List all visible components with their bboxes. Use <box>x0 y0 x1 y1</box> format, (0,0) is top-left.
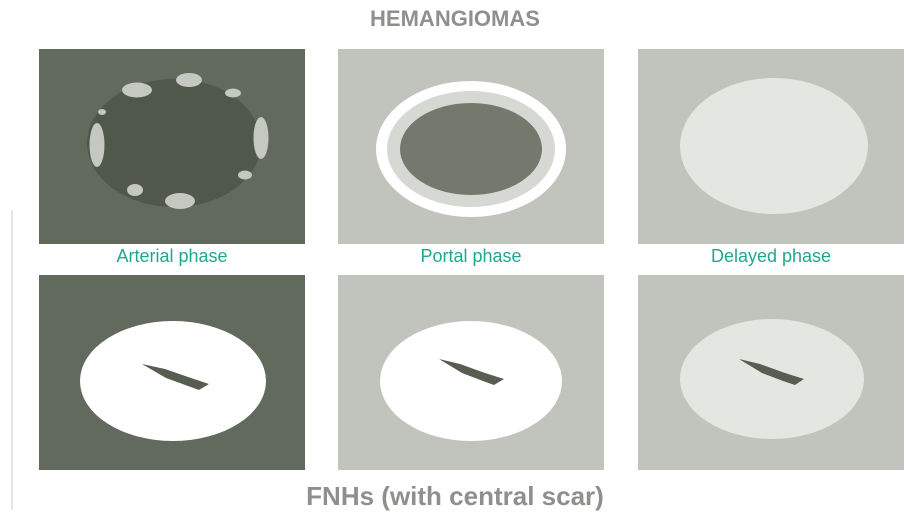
hemangioma-delayed-panel <box>638 49 904 244</box>
hemangioma-portal-image <box>338 49 604 244</box>
fnh-portal-image <box>338 275 604 470</box>
hemangioma-arterial-panel <box>39 49 305 244</box>
phase-label-delayed: Delayed phase <box>638 246 904 267</box>
phase-label-portal: Portal phase <box>338 246 604 267</box>
fnh-title: FNHs (with central scar) <box>0 481 910 512</box>
fnh-delayed-panel <box>638 275 904 470</box>
hemangioma-portal-panel <box>338 49 604 244</box>
divider-line <box>11 210 13 510</box>
fnh-delayed-image <box>638 275 904 470</box>
fnh-arterial-image <box>39 275 305 470</box>
fnh-portal-panel <box>338 275 604 470</box>
hemangiomas-title: HEMANGIOMAS <box>0 6 910 32</box>
fnh-arterial-panel <box>39 275 305 470</box>
phase-label-arterial: Arterial phase <box>39 246 305 267</box>
hemangioma-arterial-image <box>39 49 305 244</box>
hemangioma-delayed-image <box>638 49 904 244</box>
